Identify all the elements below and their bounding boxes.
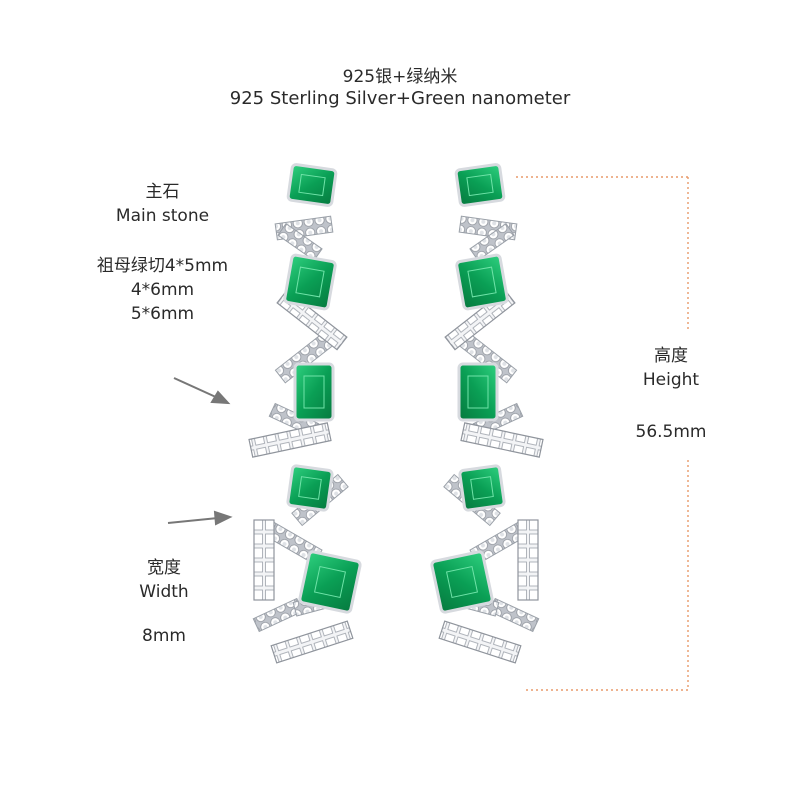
height-label-en: Height xyxy=(642,370,700,390)
height-label-zh: 高度 xyxy=(654,346,688,366)
arrow-upper-icon xyxy=(173,377,231,405)
left-earring xyxy=(247,162,363,665)
title-chinese: 925银+绿纳米 xyxy=(342,67,458,87)
title-english: 925 Sterling Silver+Green nanometer xyxy=(229,88,571,109)
height-block: 高度 Height 56.5mm xyxy=(612,344,730,444)
stone-size-1: 祖母绿切4*5mm xyxy=(96,256,229,276)
main-stone-label-zh: 主石 xyxy=(145,182,180,202)
main-stone-block: 主石 Main stone 祖母绿切4*5mm 4*6mm 5*6mm xyxy=(70,180,255,326)
stone-size-2: 4*6mm xyxy=(130,280,195,300)
stone-size-3: 5*6mm xyxy=(130,304,195,324)
width-label-zh: 宽度 xyxy=(147,558,181,578)
height-dimension-lines xyxy=(516,176,689,691)
width-value: 8mm xyxy=(142,626,186,646)
width-label-en: Width xyxy=(139,582,189,602)
arrow-lower-icon xyxy=(167,510,233,526)
main-stone-label-en: Main stone xyxy=(115,206,210,226)
width-block: 宽度 Width 8mm xyxy=(100,556,228,648)
right-earring xyxy=(429,162,545,665)
height-value: 56.5mm xyxy=(635,422,707,442)
